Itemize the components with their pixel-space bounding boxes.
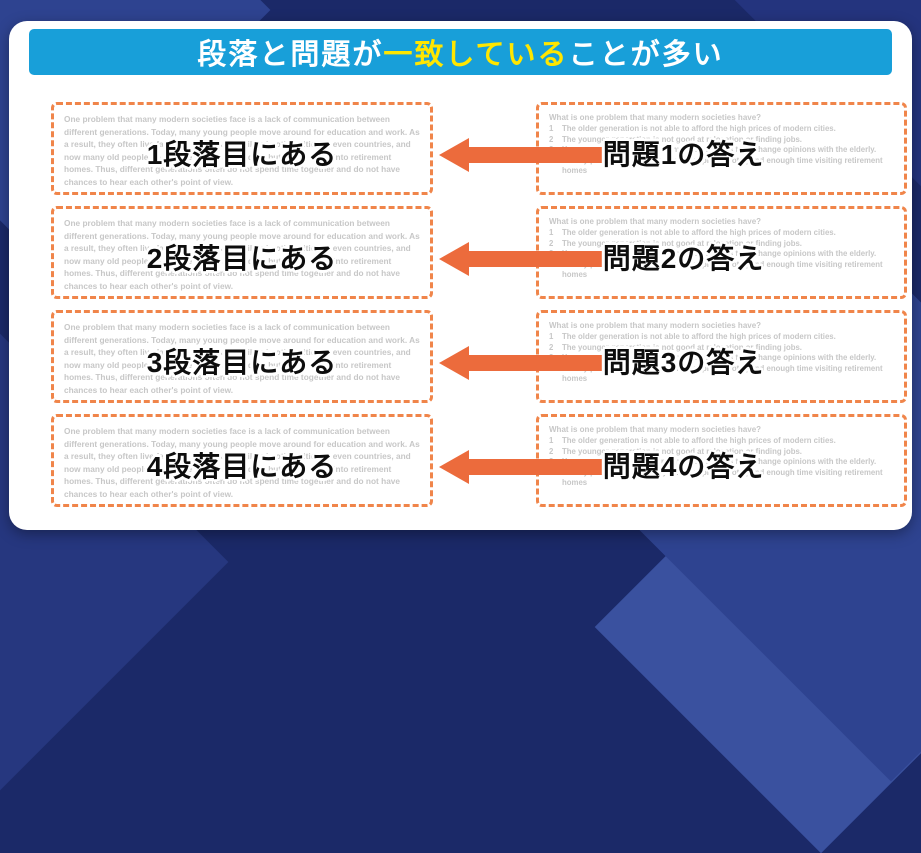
- question-prompt: What is one problem that many modern soc…: [549, 217, 762, 226]
- passage-text: One problem that many modern societies f…: [64, 426, 420, 499]
- passage-text: One problem that many modern societies f…: [64, 322, 420, 395]
- answer-label: 問題3の答え: [602, 347, 765, 378]
- title-banner: 段落と問題が一致していることが多い: [29, 29, 892, 75]
- paragraph-box: One problem that many modern societies f…: [51, 414, 433, 507]
- left-arrow-icon: [439, 242, 624, 276]
- paragraph-label: 1段落目にある: [146, 139, 338, 170]
- title-prefix: 段落と問題が: [197, 39, 384, 71]
- passage-text: One problem that many modern societies f…: [64, 218, 420, 291]
- title-highlight: 一致している: [383, 39, 569, 71]
- question-prompt: What is one problem that many modern soc…: [549, 321, 762, 330]
- passage-text: One problem that many modern societies f…: [64, 114, 420, 187]
- answer-label: 問題4の答え: [602, 451, 765, 482]
- mapping-row-3: One problem that many modern societies f…: [51, 310, 912, 403]
- left-arrow-icon: [439, 450, 624, 484]
- title-suffix: ことが多い: [568, 39, 724, 71]
- paragraph-box: One problem that many modern societies f…: [51, 310, 433, 403]
- paragraph-box: One problem that many modern societies f…: [51, 206, 433, 299]
- question-box: What is one problem that many modern soc…: [536, 310, 907, 403]
- mapping-row-1: One problem that many modern societies f…: [51, 102, 912, 195]
- paragraph-label: 2段落目にある: [146, 243, 338, 274]
- question-prompt: What is one problem that many modern soc…: [549, 425, 762, 434]
- question-box: What is one problem that many modern soc…: [536, 206, 907, 299]
- slide-card: 段落と問題が一致していることが多い One problem that many …: [9, 21, 912, 530]
- question-prompt: What is one problem that many modern soc…: [549, 113, 762, 122]
- paragraph-label: 3段落目にある: [146, 347, 338, 378]
- paragraph-label: 4段落目にある: [146, 451, 338, 482]
- answer-label: 問題1の答え: [602, 139, 765, 170]
- mapping-row-2: One problem that many modern societies f…: [51, 206, 912, 299]
- left-arrow-icon: [439, 346, 624, 380]
- answer-label: 問題2の答え: [602, 243, 765, 274]
- mapping-row-4: One problem that many modern societies f…: [51, 414, 912, 507]
- paragraph-box: One problem that many modern societies f…: [51, 102, 433, 195]
- left-arrow-icon: [439, 138, 624, 172]
- question-box: What is one problem that many modern soc…: [536, 414, 907, 507]
- mapping-rows: One problem that many modern societies f…: [9, 75, 912, 507]
